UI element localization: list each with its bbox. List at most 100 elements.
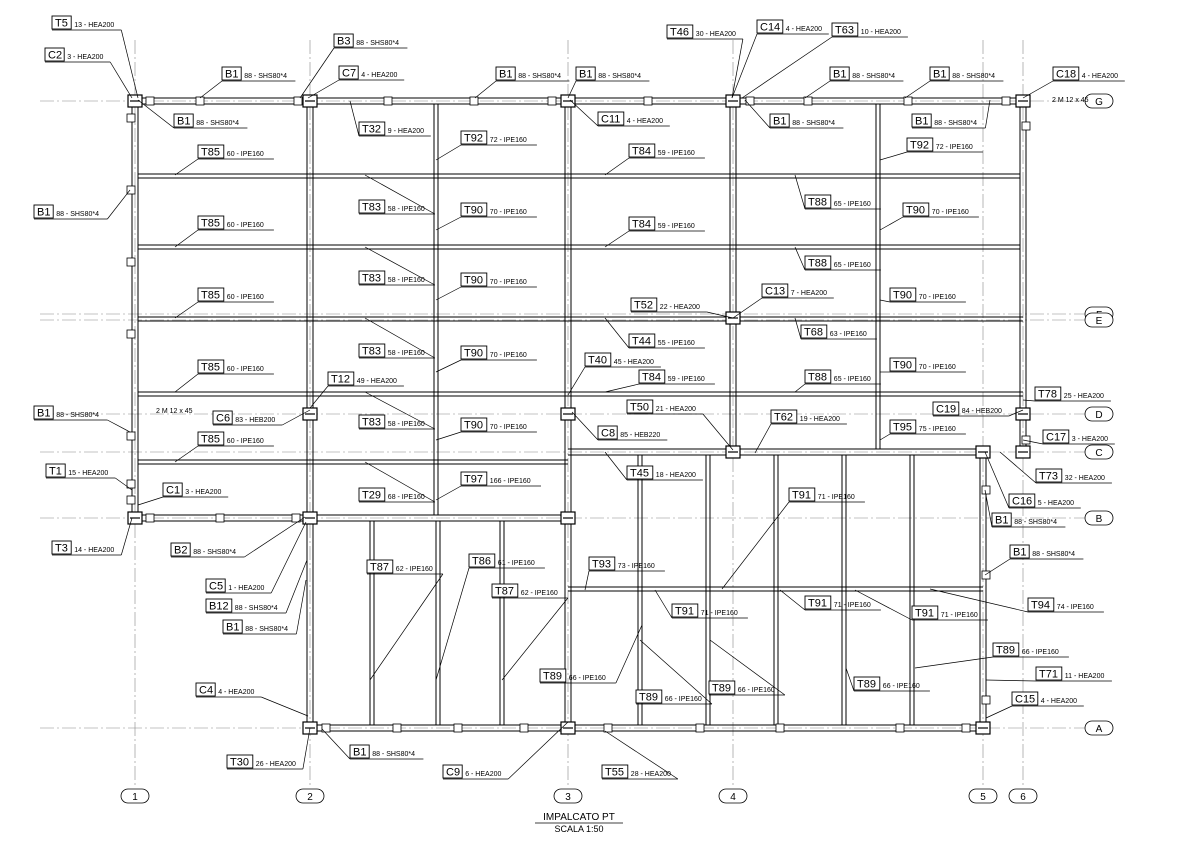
- member-mark: C19: [936, 404, 956, 416]
- member-tag-box: [1027, 597, 1055, 612]
- member-tag-box: [635, 689, 663, 704]
- member-mark: T83: [362, 417, 381, 429]
- leader-line: [244, 516, 306, 558]
- member-tag-box: [804, 595, 832, 610]
- bracing-plate: [126, 329, 136, 339]
- member-section: 19 - HEA200: [800, 416, 840, 423]
- member-mark: T78: [1038, 389, 1057, 401]
- leader-line: [879, 433, 891, 441]
- member-mark: T44: [632, 336, 651, 348]
- grid-row-label: A: [1096, 724, 1103, 735]
- member-section: 70 - IPE160: [490, 424, 527, 431]
- leader-line: [794, 246, 806, 271]
- bracing-plate: [321, 723, 331, 733]
- bracing-plate: [291, 513, 301, 523]
- member-mark: T87: [370, 562, 389, 574]
- member-section: 71 - IPE160: [834, 602, 871, 609]
- member-mark: T83: [362, 202, 381, 214]
- leader-line: [731, 33, 758, 99]
- bubble-outline: [968, 788, 998, 804]
- leader-line: [567, 366, 586, 396]
- member-tag-box: [460, 202, 488, 217]
- member-tag-box: [333, 33, 354, 48]
- member-section: 55 - IPE160: [658, 340, 695, 347]
- member-section: 58 - IPE160: [388, 350, 425, 357]
- member-section: 88 - SHS80*4: [518, 73, 561, 80]
- member-mark: T87: [495, 586, 514, 598]
- member-tag-box: [226, 754, 254, 769]
- member-section: 60 - IPE160: [227, 151, 264, 158]
- member-mark: B2: [174, 545, 187, 557]
- leader-line: [754, 423, 772, 454]
- member-tag-box: [1052, 66, 1080, 81]
- member-mark: T90: [893, 360, 912, 372]
- bracing-plate: [547, 96, 557, 106]
- member-section: 88 - SHS80*4: [1032, 551, 1075, 558]
- member-mark: B1: [225, 69, 238, 81]
- member-mark: T55: [605, 767, 624, 779]
- member-tag-box: [588, 556, 616, 571]
- member-section: 60 - IPE160: [227, 438, 264, 445]
- member-mark: B1: [1013, 547, 1026, 559]
- leader-line: [199, 80, 223, 99]
- member-section: 70 - IPE160: [490, 279, 527, 286]
- member-tag-box: [45, 463, 66, 478]
- member-mark: C15: [1015, 694, 1035, 706]
- leader-line: [137, 496, 164, 506]
- member-mark: B1: [579, 69, 592, 81]
- member-tag-box: [358, 270, 386, 285]
- member-tag-box: [205, 578, 226, 593]
- member-section: 66 - IPE160: [665, 696, 702, 703]
- member-mark: C13: [765, 286, 785, 298]
- leader-line: [1022, 399, 1036, 402]
- member-mark: C17: [1046, 432, 1066, 444]
- member-mark: B3: [337, 36, 350, 48]
- bracing-plate: [126, 479, 136, 489]
- member-section: 88 - SHS80*4: [196, 120, 239, 127]
- bubble-outline: [120, 788, 150, 804]
- note-connection-left: 2 M 12 x 45: [156, 408, 193, 415]
- steel-beams: [131, 97, 1027, 732]
- leader-line: [282, 409, 311, 426]
- member-mark: T91: [792, 490, 811, 502]
- member-tag-box: [197, 359, 225, 374]
- bubble-outline: [718, 788, 748, 804]
- member-mark: T71: [1039, 669, 1058, 681]
- member-mark: T89: [639, 692, 658, 704]
- grid-column-label: 4: [730, 792, 736, 803]
- leader-line: [584, 570, 590, 591]
- member-mark: T83: [362, 346, 381, 358]
- member-mark: T97: [464, 474, 483, 486]
- member-tag-box: [33, 204, 54, 219]
- bracing-plate: [775, 723, 785, 733]
- member-section: 7 - HEA200: [791, 290, 827, 297]
- member-section: 22 - HEA200: [660, 304, 700, 311]
- member-mark: B1: [353, 747, 366, 759]
- bracing-plate: [126, 257, 136, 267]
- member-mark: C4: [199, 685, 213, 697]
- leader-line: [567, 80, 577, 99]
- member-tag-box: [804, 369, 832, 384]
